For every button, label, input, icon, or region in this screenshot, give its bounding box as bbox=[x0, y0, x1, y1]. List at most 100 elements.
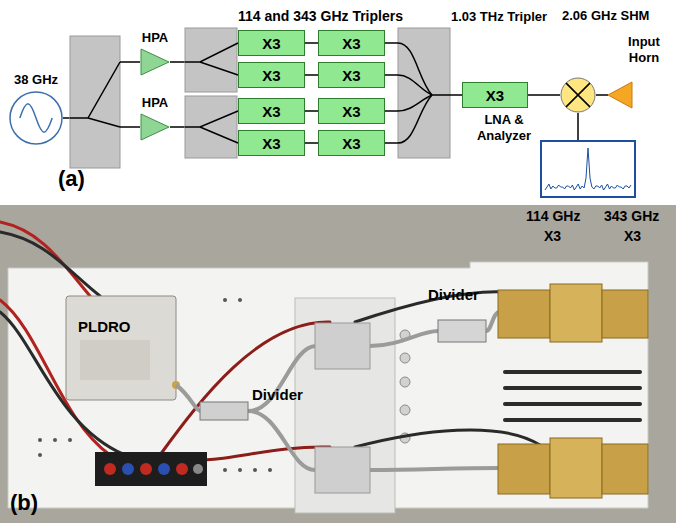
oscillator-circle: 38 GHz bbox=[9, 91, 63, 145]
blurred-sticker bbox=[80, 340, 150, 380]
amplifier-triangle: HPA bbox=[140, 113, 170, 141]
mounting-hole bbox=[238, 468, 242, 472]
connector-line bbox=[305, 110, 318, 112]
terminal-screw bbox=[176, 463, 188, 475]
sine-wave bbox=[20, 104, 52, 132]
screw-hole bbox=[400, 405, 410, 415]
tripler-label: X3 bbox=[319, 131, 384, 155]
tripler-box: 1.03 THz TriplerX3 bbox=[462, 82, 528, 108]
node-heading: HPA bbox=[130, 95, 180, 111]
tripler-box: X3 bbox=[238, 62, 305, 88]
wire bbox=[170, 126, 185, 128]
mixer-circle: 2.06 GHz SHM bbox=[560, 77, 596, 113]
connector-line bbox=[528, 94, 560, 96]
mounting-hole bbox=[223, 468, 227, 472]
wire bbox=[398, 75, 432, 95]
part-label: X3 bbox=[544, 228, 561, 245]
terminal-screw bbox=[122, 463, 134, 475]
mounting-hole bbox=[253, 468, 257, 472]
wire bbox=[385, 142, 398, 144]
divider-photo bbox=[200, 402, 248, 420]
pldro-module bbox=[66, 296, 176, 400]
plate-slot bbox=[505, 372, 640, 420]
terminal-block bbox=[95, 452, 207, 486]
tripler-label: X3 bbox=[239, 63, 304, 87]
plate-slot bbox=[505, 418, 640, 422]
panel-letter: (a) bbox=[58, 166, 85, 192]
shape-outline bbox=[608, 82, 632, 108]
photo-background bbox=[0, 205, 676, 523]
screw-hole bbox=[400, 353, 410, 363]
shape-outline bbox=[560, 77, 596, 113]
part-label: X3 bbox=[624, 228, 641, 245]
node-heading: HPA bbox=[130, 30, 180, 46]
part-label: 114 and 343 GHz Triplers bbox=[238, 8, 403, 25]
node-heading: 1.03 THz Tripler bbox=[439, 9, 559, 25]
terminal-screw bbox=[193, 464, 203, 474]
node-heading: 38 GHz bbox=[4, 72, 68, 88]
tripler-box: X3 bbox=[238, 98, 305, 124]
tripler-block bbox=[498, 444, 550, 494]
tripler-box: X3 bbox=[318, 98, 385, 124]
amplifier-photo bbox=[315, 323, 370, 369]
part-label: Divider bbox=[428, 286, 479, 304]
part-label: 343 GHz bbox=[604, 208, 659, 225]
tripler-block bbox=[498, 290, 550, 338]
horn-outline bbox=[608, 82, 632, 108]
wire bbox=[398, 95, 432, 143]
tripler-label: X3 bbox=[239, 31, 304, 55]
tripler-label: X3 bbox=[319, 31, 384, 55]
connector-line bbox=[305, 42, 318, 44]
part-label: Divider bbox=[252, 386, 303, 404]
rf-cable bbox=[176, 385, 200, 411]
tripler-block bbox=[602, 444, 648, 494]
terminal-screw bbox=[158, 463, 170, 475]
connector-line bbox=[596, 94, 608, 96]
mixer-cross bbox=[566, 83, 590, 107]
plate-slot bbox=[505, 370, 640, 374]
screw-hole bbox=[400, 377, 410, 387]
wire bbox=[185, 111, 238, 127]
tripler-box: X3 bbox=[318, 30, 385, 56]
photo bbox=[0, 205, 676, 523]
shape-outline bbox=[140, 113, 170, 141]
plate-slot bbox=[505, 386, 640, 390]
wire bbox=[432, 94, 462, 96]
tripler-block bbox=[498, 284, 648, 498]
wire bbox=[88, 118, 120, 127]
tripler-label: X3 bbox=[239, 99, 304, 123]
rf-cable bbox=[176, 312, 500, 470]
tripler-block bbox=[550, 438, 602, 498]
plate-slot bbox=[505, 402, 640, 406]
mounting-hole bbox=[38, 438, 42, 442]
amplifier-plate bbox=[295, 298, 395, 513]
tripler-box: X3 bbox=[238, 130, 305, 156]
mounting-hole bbox=[223, 298, 227, 302]
panel-letter: (b) bbox=[10, 490, 38, 516]
tripler-label: X3 bbox=[463, 83, 527, 107]
wire bbox=[200, 62, 238, 75]
amplifier-outline bbox=[141, 49, 169, 75]
node-heading: LNA & Analyzer bbox=[470, 112, 538, 143]
wire bbox=[170, 61, 185, 63]
tripler-label: X3 bbox=[239, 131, 304, 155]
dc-wire bbox=[160, 322, 330, 455]
screw-hole bbox=[400, 330, 410, 443]
wire bbox=[185, 43, 238, 62]
display-outline bbox=[541, 141, 635, 197]
wire bbox=[200, 127, 238, 143]
horn-antenna: Input Horn bbox=[608, 82, 632, 108]
part-label: PLDRO bbox=[78, 318, 131, 336]
power-divider bbox=[185, 28, 237, 92]
shape-outline bbox=[540, 140, 636, 198]
power-combiner bbox=[398, 28, 450, 158]
power-divider bbox=[185, 96, 237, 158]
mounting-hole bbox=[68, 438, 72, 442]
connector-line bbox=[305, 142, 318, 144]
rf-cable bbox=[370, 331, 438, 346]
connector-line bbox=[305, 74, 318, 76]
oscillator-outline bbox=[10, 92, 62, 144]
analyzer-display: LNA & Analyzer bbox=[540, 140, 636, 198]
wire bbox=[70, 62, 120, 118]
power-divider bbox=[70, 36, 120, 168]
